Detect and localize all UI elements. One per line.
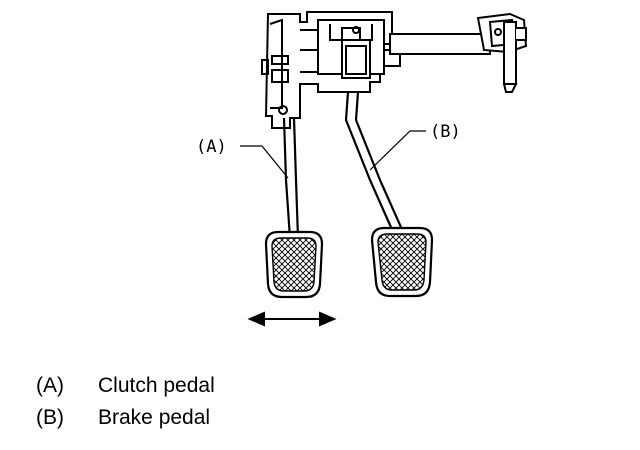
pedal-bracket xyxy=(261,11,401,129)
legend-item-clutch: (A) Clutch pedal xyxy=(36,370,215,402)
pivot-shaft xyxy=(389,12,528,93)
movement-arrow xyxy=(247,311,337,327)
clutch-pedal-arm xyxy=(282,117,300,239)
callout-b-label: (B) xyxy=(430,122,461,142)
legend: (A) Clutch pedal (B) Brake pedal xyxy=(36,370,215,434)
brake-pedal-arm xyxy=(344,91,406,235)
legend-label: Clutch pedal xyxy=(98,374,215,397)
clutch-pedal-pad xyxy=(264,230,324,299)
callout-a-label: (A) xyxy=(196,137,227,157)
brake-pedal-pad xyxy=(370,226,434,298)
legend-item-brake: (B) Brake pedal xyxy=(36,402,215,434)
legend-label: Brake pedal xyxy=(98,406,211,429)
callout-leaders xyxy=(240,130,426,179)
legend-key: (B) xyxy=(36,406,64,429)
legend-key: (A) xyxy=(36,374,64,397)
